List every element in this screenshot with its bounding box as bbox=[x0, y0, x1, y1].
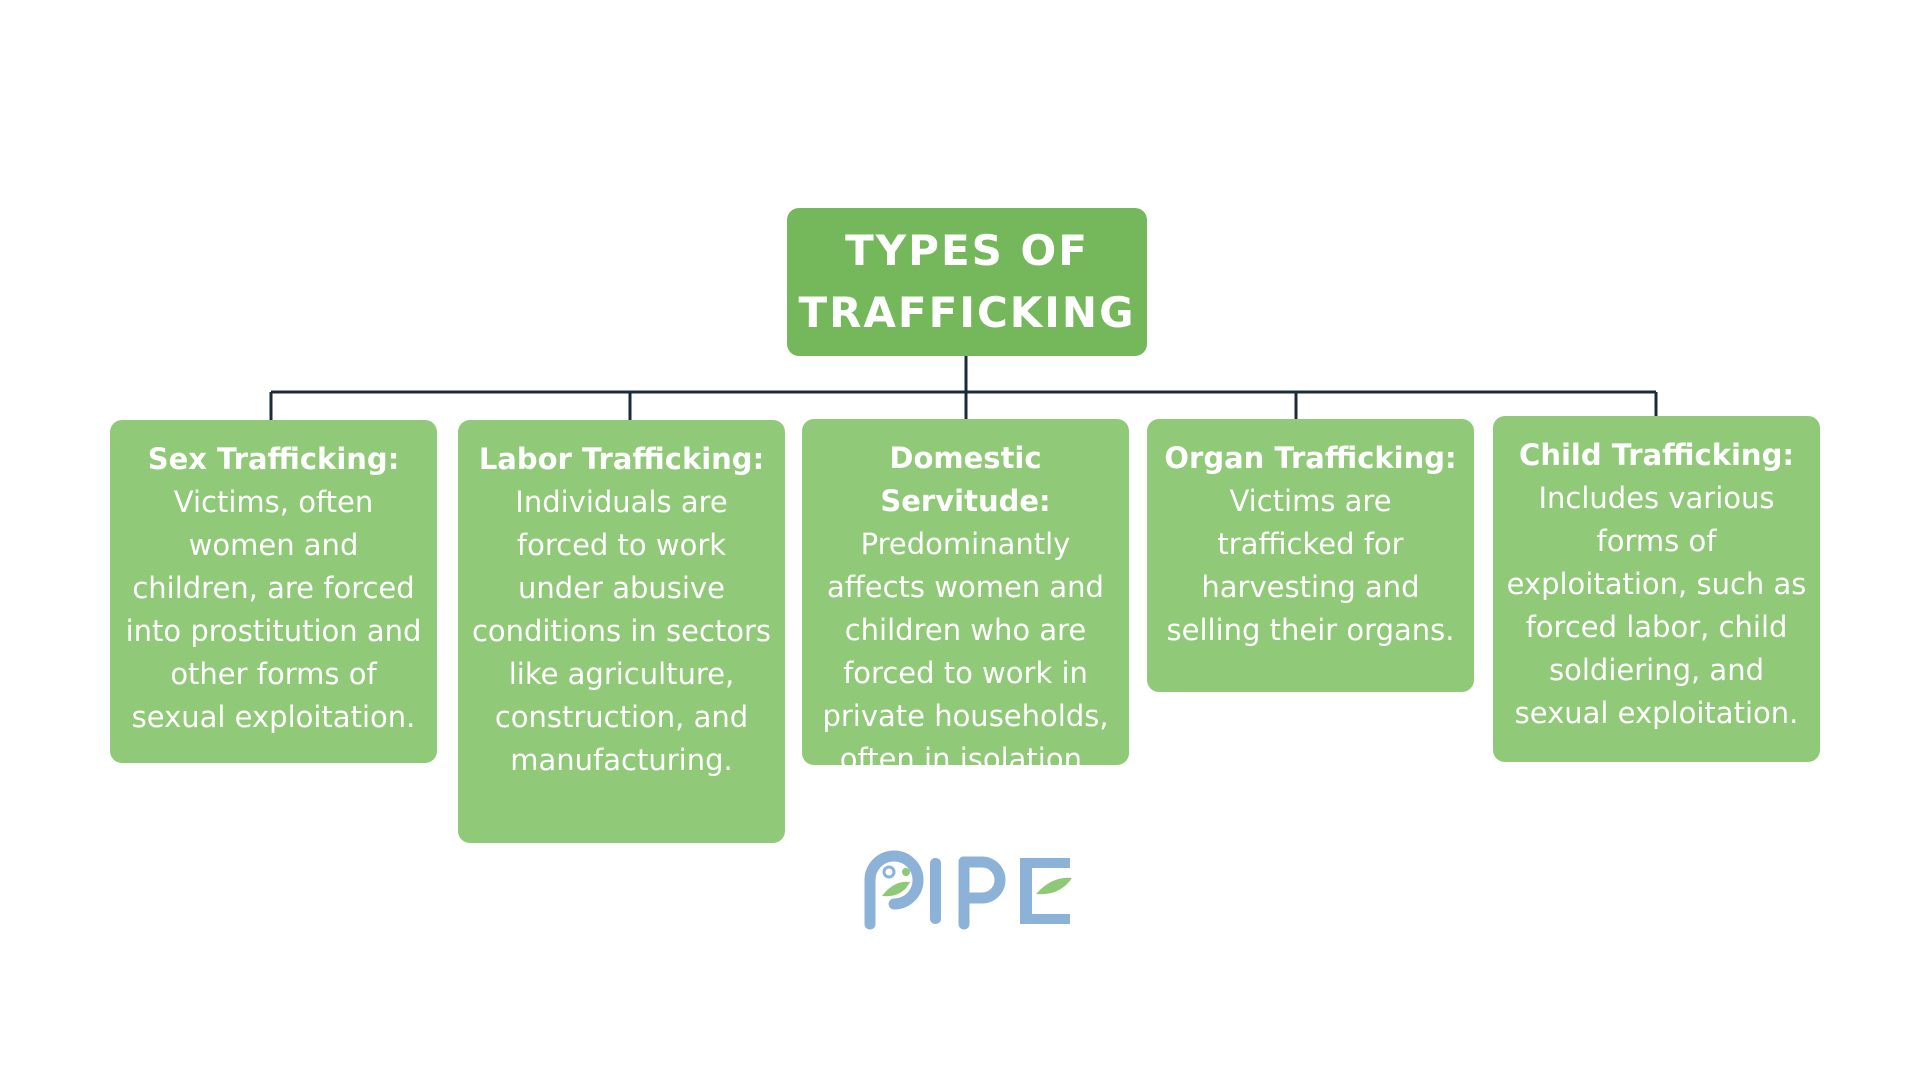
card-organ-trafficking: Organ Trafficking: Victims are trafficke… bbox=[1147, 419, 1474, 692]
logo-figure-head bbox=[882, 865, 896, 879]
card-heading: Labor Trafficking: bbox=[478, 442, 765, 476]
logo-letter-i bbox=[930, 858, 941, 924]
logo-letter-p2 bbox=[958, 856, 1006, 930]
card-heading: Organ Trafficking: bbox=[1164, 441, 1457, 475]
card-labor-trafficking: Labor Trafficking: Individuals are force… bbox=[458, 420, 785, 843]
card-body: Victims, often women and children, are f… bbox=[125, 485, 422, 734]
card-heading: Sex Trafficking: bbox=[147, 442, 400, 476]
root-node: TYPES OF TRAFFICKING bbox=[787, 208, 1147, 356]
logo-letter-p1 bbox=[864, 850, 924, 930]
card-child-trafficking: Child Trafficking: Includes various form… bbox=[1493, 416, 1820, 762]
card-body: Individuals are forced to work under abu… bbox=[471, 485, 772, 777]
logo-figure-dot bbox=[902, 868, 910, 876]
card-heading: Domestic Servitude: bbox=[880, 441, 1051, 518]
pipe-logo bbox=[864, 850, 1072, 930]
logo-letter-e bbox=[1020, 858, 1072, 924]
card-body: Predominantly affects women and children… bbox=[822, 527, 1109, 776]
diagram-title: TYPES OF TRAFFICKING bbox=[798, 226, 1136, 337]
card-heading: Child Trafficking: bbox=[1519, 438, 1794, 472]
card-body: Victims are trafficked for harvesting an… bbox=[1166, 484, 1455, 647]
card-domestic-servitude: Domestic Servitude: Predominantly affect… bbox=[802, 419, 1129, 776]
logo-figure-leaf bbox=[882, 881, 910, 897]
card-body: Includes various forms of exploitation, … bbox=[1506, 481, 1807, 730]
card-sex-trafficking: Sex Trafficking: Victims, often women an… bbox=[110, 420, 437, 763]
